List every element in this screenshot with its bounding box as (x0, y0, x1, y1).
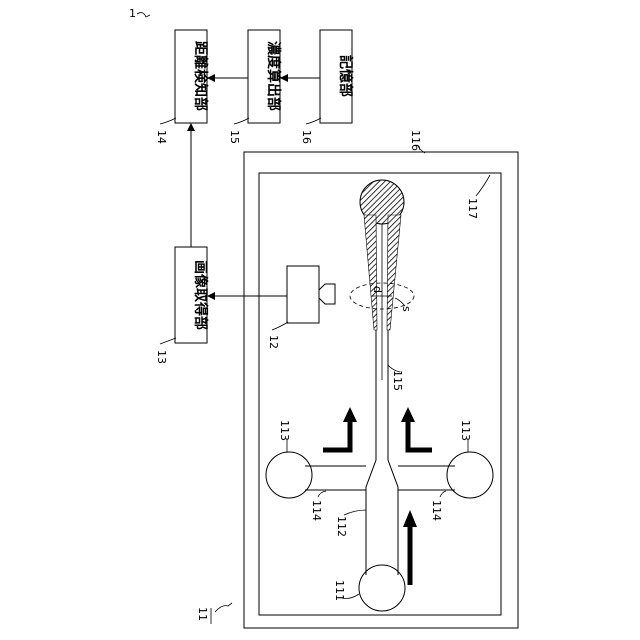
chip-inner-ref-leader (476, 175, 490, 196)
side-channel-right-ref: 114 (430, 500, 443, 521)
side-channel-left-leader (318, 491, 326, 497)
side-port-left (266, 452, 312, 498)
chip-frame-ref: 116 (409, 130, 422, 151)
camera-unit (287, 266, 335, 323)
inlet-port (359, 565, 405, 611)
side-channel-left-ref: 114 (310, 500, 323, 521)
chip-ref-leader (215, 603, 232, 612)
camera-ref: 12 (267, 335, 280, 349)
camera-ref-leader (272, 322, 288, 330)
chip-inner (259, 173, 501, 615)
storage-text: 記憶部 (337, 55, 354, 97)
calc-ref-leader (234, 118, 249, 124)
storage-ref: 16 (300, 130, 313, 144)
distance-detection-block: 距離検知部 (175, 30, 209, 123)
spot-s-leader (395, 298, 405, 306)
distance-detection-text: 距離検知部 (192, 41, 209, 111)
side-port-right-ref: 113 (459, 420, 472, 441)
chip-ref-label: 11 (196, 607, 209, 621)
hatched-stream-left (364, 215, 377, 330)
storage-block: 記憶部 (320, 30, 354, 123)
side-channel-right-leader (440, 491, 446, 497)
spot-s-label: s (400, 306, 413, 312)
image-acquisition-text: 画像取得部 (192, 260, 209, 330)
image-acquisition-ref: 13 (155, 350, 168, 364)
system-ref-label: 1 (129, 7, 136, 20)
storage-ref-leader (306, 118, 321, 124)
side-port-right (447, 452, 493, 498)
concentration-calc-text: 濃度算出部 (265, 41, 282, 111)
distance-ref: 14 (155, 130, 168, 144)
merged-channel-ref: 115 (391, 370, 404, 391)
concentration-calc-block: 濃度算出部 (248, 30, 282, 123)
image-acq-ref-leader (160, 338, 176, 344)
main-channel-leader (344, 510, 366, 515)
hatched-stream-right (387, 215, 401, 330)
width-d-label: d (371, 286, 384, 293)
distance-ref-leader (160, 118, 176, 124)
image-acquisition-block: 画像取得部 (175, 247, 209, 343)
main-channel-ref: 112 (335, 516, 348, 537)
flow-arrows (323, 407, 432, 585)
calc-ref: 15 (228, 130, 241, 144)
chip-inner-ref: 117 (466, 198, 479, 219)
system-ref-leader (137, 13, 150, 17)
inlet-ref: 111 (333, 580, 346, 601)
side-port-left-ref: 113 (278, 420, 291, 441)
